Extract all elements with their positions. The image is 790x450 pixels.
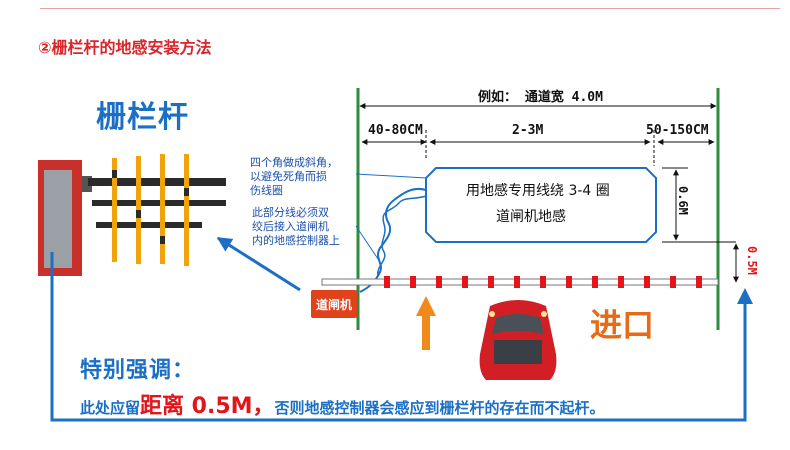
section-title: ②栅栏杆的地感安装方法 xyxy=(38,38,212,57)
twist-note-line-2: 绞后接入道闸机 xyxy=(252,220,329,233)
barrier-label: 栅栏杆 xyxy=(96,100,189,135)
twist-note: 此部分线必须双 绞后接入道闸机 内的地感控制器上 xyxy=(252,206,340,248)
top-divider xyxy=(40,8,780,9)
warning-highlight: 距离 0.5M， xyxy=(140,394,275,419)
return-arrow-head xyxy=(737,288,753,304)
corner-note: 四个角做成斜角， 以避免死角而损 伤线圈 xyxy=(250,156,338,198)
loop-text-line-2: 道闸机地感 xyxy=(496,209,566,225)
corner-note-line-2: 以避免死角而损 xyxy=(250,170,327,183)
pointer-arrow-to-barrier xyxy=(216,236,301,292)
return-arrow-path xyxy=(50,252,747,422)
twist-note-line-1: 此部分线必须双 xyxy=(252,206,329,219)
entrance-label: 进口 xyxy=(590,306,655,344)
corner-note-line-3: 伤线圈 xyxy=(250,184,283,197)
twist-note-line-3: 内的地感控制器上 xyxy=(252,234,340,247)
corner-note-leader xyxy=(355,173,427,179)
loop-text-line-1: 用地感专用线绕 3-4 圈 xyxy=(466,183,610,199)
warning-after: 否则地感控制器会感应到栅栏杆的存在而不起杆。 xyxy=(274,399,605,417)
barrier-gate-icon xyxy=(38,154,226,276)
loop-height-label: 0.6M xyxy=(676,186,690,215)
barrier-arm-stripes xyxy=(384,276,702,288)
gap-right-label: 50-150CM xyxy=(646,123,709,138)
car-icon xyxy=(479,300,557,380)
up-arrow-icon xyxy=(416,296,436,350)
warning-text: 此处应留距离 0.5M，否则地感控制器会感应到栅栏杆的存在而不起杆。 xyxy=(80,388,605,420)
controller-label: 道闸机 xyxy=(315,297,352,312)
side-distance-label: 0.5M xyxy=(745,246,759,275)
gate-controller-box: 道闸机 xyxy=(311,290,357,318)
twist-note-leader xyxy=(355,225,381,263)
emphasis-title: 特别强调： xyxy=(80,358,196,383)
corner-note-line-1: 四个角做成斜角， xyxy=(250,156,338,169)
warning-before: 此处应留 xyxy=(80,399,141,417)
gap-left-label: 40-80CM xyxy=(368,123,423,138)
twisted-lead-wire xyxy=(359,188,427,293)
lane-width-label: 例如： 通道宽 4.0M xyxy=(478,90,603,105)
gap-middle-label: 2-3M xyxy=(512,123,544,138)
